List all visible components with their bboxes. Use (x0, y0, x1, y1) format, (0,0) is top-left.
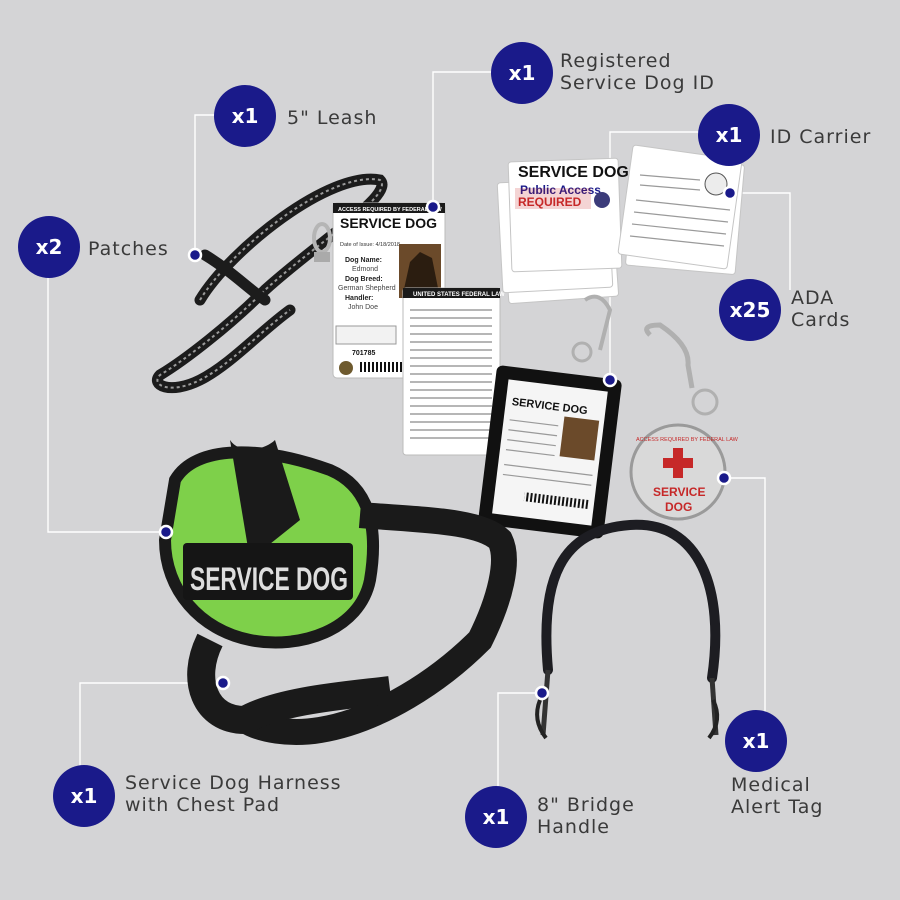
id-label-line-1: Registered (560, 50, 672, 72)
leash-qty-badge: x1 (214, 85, 276, 147)
id-breed-label: Dog Breed: (345, 276, 383, 283)
tag-dog-text: DOG (665, 500, 692, 514)
id-handler-value: John Doe (348, 304, 378, 311)
patches-label: Patches (88, 238, 169, 260)
patch-text: SERVICE DOG (190, 561, 348, 597)
id-label: Registered Service Dog ID (560, 50, 715, 94)
id-qty-badge: x1 (491, 42, 553, 104)
handle-label-line-1: 8" Bridge (537, 794, 635, 816)
tag-label: Medical Alert Tag (731, 774, 823, 818)
connector-lines (47, 71, 791, 790)
id-dog-name-label: Dog Name: (345, 257, 382, 264)
id-label-line-2: Service Dog ID (560, 72, 715, 94)
leash-label: 5" Leash (287, 107, 377, 129)
handle-label-line-2: Handle (537, 816, 611, 838)
id-registry-number: 701785 (352, 350, 375, 357)
harness-label-line-2: with Chest Pad (125, 794, 281, 816)
ada-qty-badge: x25 (719, 279, 781, 341)
tag-service-text: SERVICE (653, 485, 705, 499)
carrier-label-line-1: ID Carrier (770, 126, 872, 148)
ada-label-line-1: ADA (791, 287, 835, 309)
medical-alert-tag-image: ACCESS REQUIRED BY FEDERAL LAW SERVICE D… (629, 322, 739, 521)
id-card-back: UNITED STATES FEDERAL LAW (402, 287, 505, 456)
ada-title-text: SERVICE DOG (518, 164, 629, 181)
connector-dots (158, 185, 738, 701)
id-dog-name-value: Edmond (352, 266, 378, 273)
patches-label-line-1: Patches (88, 238, 169, 260)
ada-label-line-2: Cards (791, 309, 851, 331)
tag-qty-badge: x1 (725, 710, 787, 772)
patches-qty-badge: x2 (18, 216, 80, 278)
ada-subtitle-text: Public Access (520, 183, 601, 197)
id-date-text: Date of Issue: 4/18/2018 (340, 242, 400, 248)
harness-image: SERVICE DOG (158, 440, 517, 745)
leash-image (152, 173, 388, 394)
ada-required-text: REQUIRED (518, 195, 582, 209)
ada-label: ADA Cards (791, 287, 850, 331)
id-title-text: SERVICE DOG (340, 215, 437, 231)
harness-qty-badge: x1 (53, 765, 115, 827)
leash-label-line-1: 5" Leash (287, 107, 378, 129)
id-header-text: ACCESS REQUIRED BY FEDERAL LAW (338, 207, 443, 213)
id-carrier-image: SERVICE DOG (478, 294, 622, 539)
bridge-handle-image (535, 519, 721, 740)
tag-label-line-1: Medical (731, 774, 811, 796)
id-breed-value: German Shepherd (338, 285, 396, 292)
back-header-text: UNITED STATES FEDERAL LAW (413, 292, 505, 298)
handle-qty-badge: x1 (465, 786, 527, 848)
ada-cards-stack: SERVICE DOG Public Access REQUIRED (496, 144, 745, 305)
carrier-qty-badge: x1 (698, 104, 760, 166)
harness-label: Service Dog Harness with Chest Pad (125, 772, 342, 816)
tag-label-line-2: Alert Tag (731, 796, 824, 818)
carrier-label: ID Carrier (770, 126, 871, 148)
tag-ring-text: ACCESS REQUIRED BY FEDERAL LAW (636, 437, 739, 443)
handle-label: 8" Bridge Handle (537, 794, 635, 838)
harness-label-line-1: Service Dog Harness (125, 772, 342, 794)
id-handler-label: Handler: (345, 295, 373, 302)
